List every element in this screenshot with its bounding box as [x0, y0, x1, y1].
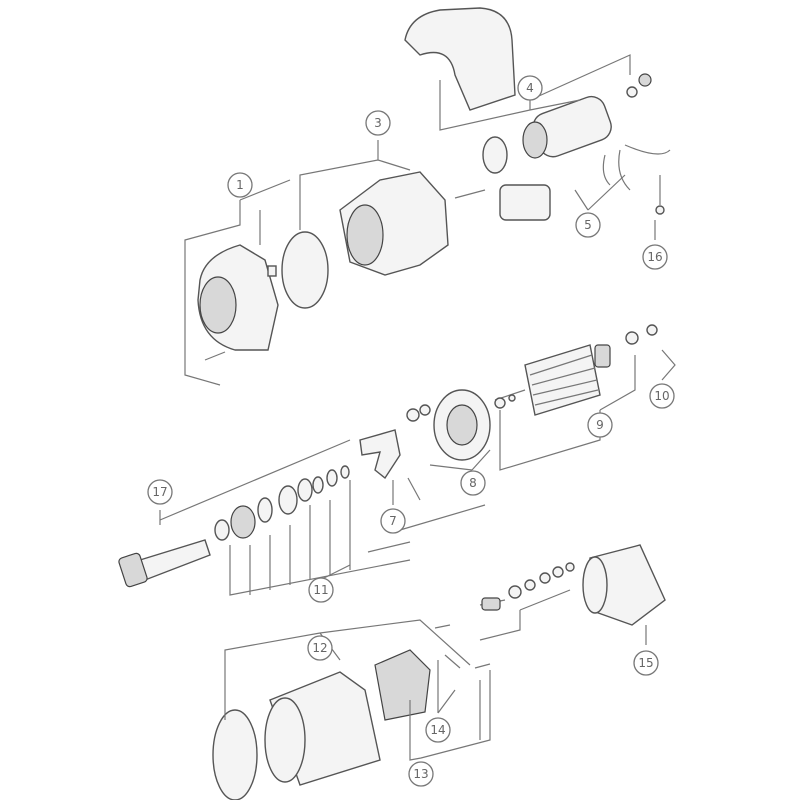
callout-7: 7 [380, 508, 406, 534]
leader-lines-lower [159, 439, 411, 596]
callout-label: 13 [413, 767, 428, 781]
part-o-ring-small [482, 136, 508, 174]
callout-14: 14 [425, 717, 451, 743]
callout-label: 4 [526, 81, 534, 95]
callout-label: 10 [654, 389, 669, 403]
part-relay [499, 184, 551, 221]
callout-15: 15 [633, 650, 659, 676]
part-bolt [204, 351, 226, 361]
callout-5: 5 [575, 212, 601, 238]
part-solenoid [522, 73, 652, 159]
callout-11: 11 [308, 577, 334, 603]
part-screw [454, 189, 486, 199]
part-brush-holder [374, 649, 431, 721]
callout-label: 14 [430, 723, 445, 737]
part-engagement-lever [359, 429, 401, 480]
part-armature [494, 324, 658, 416]
callout-16: 16 [642, 244, 668, 270]
callout-label: 5 [584, 218, 592, 232]
part-tie-rod-2 [367, 541, 411, 553]
part-cover [404, 7, 516, 111]
callout-label: 12 [312, 641, 327, 655]
callout-label: 9 [596, 418, 604, 432]
part-cable-eye [655, 205, 665, 215]
callout-label: 11 [313, 583, 328, 597]
callout-label: 16 [647, 250, 662, 264]
callout-label: 17 [152, 485, 167, 499]
callout-17: 17 [147, 479, 173, 505]
part-small-bits [444, 654, 491, 669]
callout-1: 1 [227, 172, 253, 198]
part-o-ring-rear [212, 709, 258, 800]
part-cables [602, 144, 671, 205]
leader-lines [184, 54, 676, 761]
callout-label: 1 [236, 178, 244, 192]
part-pinion-shaft [118, 465, 350, 588]
part-tie-rod [399, 504, 486, 531]
callout-9: 9 [587, 412, 613, 438]
callout-13: 13 [408, 761, 434, 787]
part-o-ring-large [281, 231, 329, 309]
callout-12: 12 [307, 635, 333, 661]
callout-label: 15 [638, 656, 653, 670]
callout-3: 3 [365, 110, 391, 136]
callout-4: 4 [517, 75, 543, 101]
callout-10: 10 [649, 383, 675, 409]
callout-label: 3 [374, 116, 382, 130]
callout-8: 8 [460, 470, 486, 496]
callout-label: 7 [389, 514, 397, 528]
part-pivot-bolt [407, 477, 421, 501]
callout-label: 8 [469, 476, 477, 490]
